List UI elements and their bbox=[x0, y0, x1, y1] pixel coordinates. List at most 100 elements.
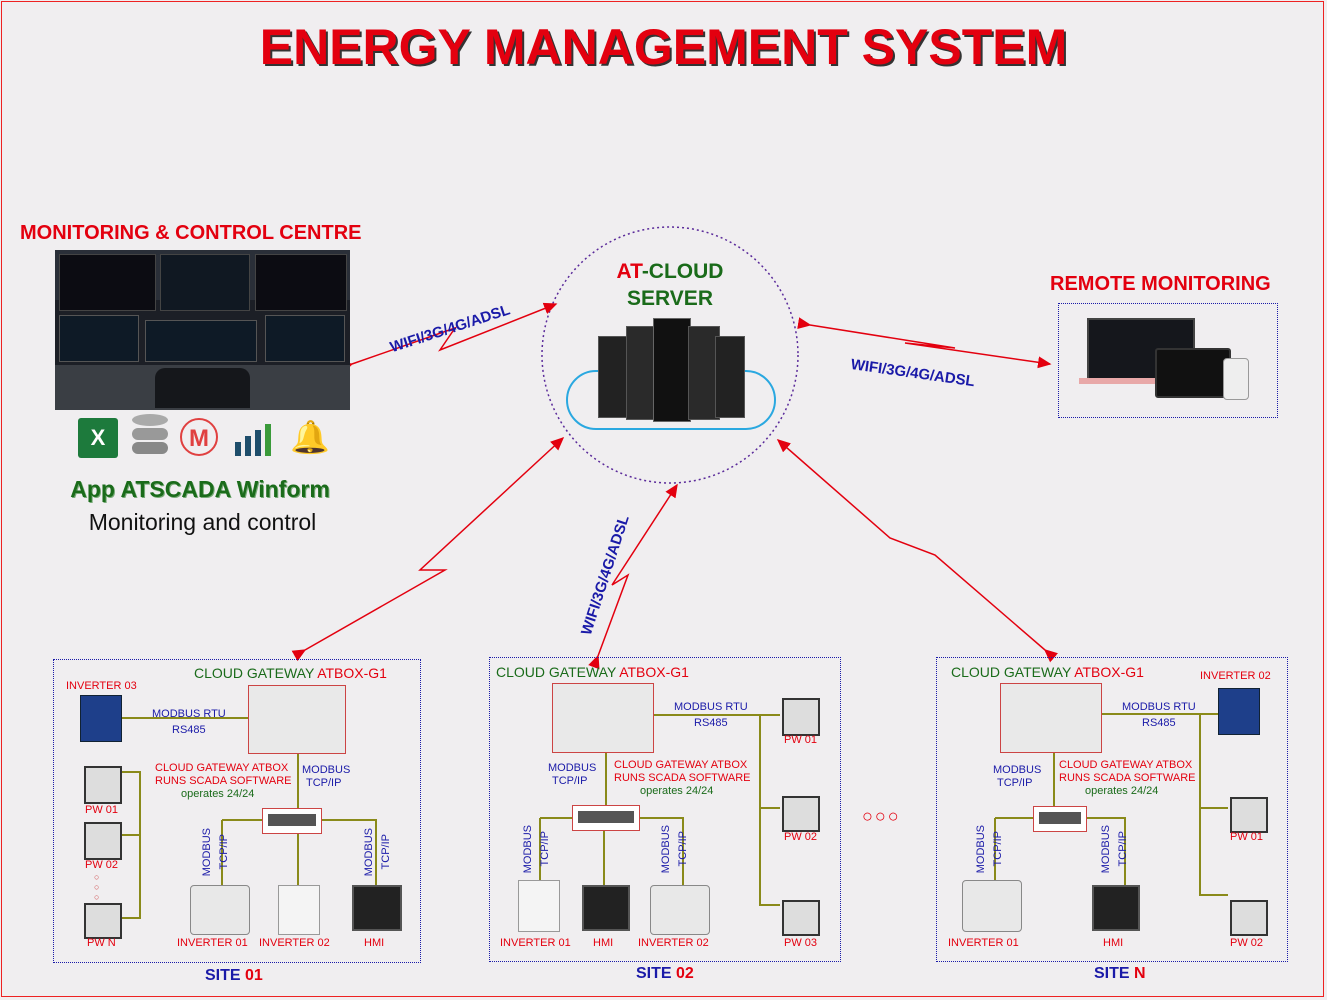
site-02-hmi-icon bbox=[582, 885, 630, 931]
site-02-pw01-icon bbox=[782, 698, 820, 736]
database-icon bbox=[132, 414, 168, 460]
site-02-modbus-v2: MODBUS bbox=[660, 825, 672, 874]
site-n-pw02-label: PW 02 bbox=[1230, 937, 1264, 949]
site-n-tcpip-v2: TCP/IP bbox=[1117, 831, 1129, 867]
site-n-hmi-icon bbox=[1092, 885, 1140, 931]
site-n-box bbox=[936, 657, 1288, 962]
site-01-inverter-02-label: INVERTER 02 bbox=[259, 937, 330, 949]
site-n-note2: RUNS SCADA SOFTWARE bbox=[1059, 772, 1196, 784]
site-n-inverter-02-label: INVERTER 02 bbox=[1200, 670, 1271, 682]
site-n-note1: CLOUD GATEWAY ATBOX bbox=[1059, 759, 1193, 771]
link-site-01 bbox=[291, 436, 565, 662]
site-n-hmi-label: HMI bbox=[1103, 937, 1124, 949]
app-name: App ATSCADA Winform bbox=[70, 476, 330, 502]
site-02-tcpip-v2: TCP/IP bbox=[677, 831, 689, 867]
site-n-modbus-v2: MODBUS bbox=[1100, 825, 1112, 874]
site-02-modbus-label: MODBUS bbox=[548, 762, 597, 774]
site-01-hmi-label: HMI bbox=[364, 937, 385, 949]
site-01-tcpip-label: TCP/IP bbox=[306, 777, 342, 789]
site-01-gateway-device bbox=[248, 685, 346, 754]
site-01-inverter-01-label: INVERTER 01 bbox=[177, 937, 248, 949]
site-02-box bbox=[489, 657, 841, 962]
cloud-title-line2: SERVER bbox=[627, 287, 713, 310]
site-02-gateway-title: CLOUD GATEWAY ATBOX-G1 bbox=[496, 664, 689, 680]
site-n-switch-icon bbox=[1033, 806, 1087, 832]
site-01-pw02-label: PW 02 bbox=[85, 859, 119, 871]
site-02-pw03-icon bbox=[782, 900, 820, 936]
link-site-n bbox=[776, 439, 1059, 663]
site-01-pw01-label: PW 01 bbox=[85, 804, 119, 816]
site-02-modbus-rtu: MODBUS RTU bbox=[674, 701, 748, 713]
site-01-note2: RUNS SCADA SOFTWARE bbox=[155, 775, 292, 787]
link-site-02 bbox=[588, 483, 678, 670]
site-n-gateway-device bbox=[1000, 683, 1102, 753]
site-01-tcpip-v2: TCP/IP bbox=[380, 834, 392, 870]
link-control-centre bbox=[338, 302, 558, 374]
site-n-rs485: RS485 bbox=[1142, 717, 1176, 729]
site-01-inverter-03-icon bbox=[80, 695, 122, 742]
site-01-modbus-v2: MODBUS bbox=[363, 828, 375, 877]
site-02-inverter-01-label: INVERTER 01 bbox=[500, 937, 571, 949]
site-01-ellipsis: ○○○ bbox=[94, 872, 100, 902]
tablet-icon bbox=[1155, 348, 1231, 398]
site-01-inverter-02-icon bbox=[278, 885, 320, 935]
site-01-modbus-rtu: MODBUS RTU bbox=[152, 708, 226, 720]
server-rack-icon bbox=[598, 318, 745, 422]
site-02-inverter-02-icon bbox=[650, 885, 710, 935]
site-02-gateway-device bbox=[552, 683, 654, 753]
site-n-gateway-title: CLOUD GATEWAY ATBOX-G1 bbox=[951, 664, 1144, 680]
site-02-rs485: RS485 bbox=[694, 717, 728, 729]
site-02-switch-icon bbox=[572, 805, 640, 831]
site-02-tcpip-label: TCP/IP bbox=[552, 775, 588, 787]
site-02-pw01-label: PW 01 bbox=[784, 734, 818, 746]
site-01-switch-icon bbox=[262, 808, 322, 834]
site-01-label: SITE 01 bbox=[205, 967, 263, 984]
gmail-icon: M bbox=[180, 418, 218, 456]
app-description: Monitoring and control bbox=[88, 509, 317, 535]
site-01-pw01-icon bbox=[84, 766, 122, 804]
site-n-modbus-rtu: MODBUS RTU bbox=[1122, 701, 1196, 713]
site-02-pw02-icon bbox=[782, 796, 820, 832]
site-n-pw01-icon bbox=[1230, 797, 1268, 833]
site-02-inverter-02-label: INVERTER 02 bbox=[638, 937, 709, 949]
site-n-inverter-02-icon bbox=[1218, 688, 1260, 735]
site-n-inverter-01-label: INVERTER 01 bbox=[948, 937, 1019, 949]
page-title: ENERGY MANAGEMENT SYSTEM bbox=[259, 19, 1068, 75]
site-01-box bbox=[53, 659, 421, 963]
control-room-photo bbox=[55, 250, 350, 410]
site-02-note1: CLOUD GATEWAY ATBOX bbox=[614, 759, 748, 771]
site-01-modbus-v1: MODBUS bbox=[201, 828, 213, 877]
site-n-tcpip-label: TCP/IP bbox=[997, 777, 1033, 789]
site-01-note1: CLOUD GATEWAY ATBOX bbox=[155, 762, 289, 774]
site-01-rs485: RS485 bbox=[172, 724, 206, 736]
site-02-inverter-01-icon bbox=[518, 880, 560, 932]
cloud-title-line1: AT-CLOUD bbox=[616, 260, 724, 283]
site-n-pw01-label: PW 01 bbox=[1230, 831, 1264, 843]
site-01-pwn-icon bbox=[84, 903, 122, 939]
site-01-modbus-label: MODBUS bbox=[302, 764, 351, 776]
site-01-inverter-01-icon bbox=[190, 885, 250, 935]
remote-devices-box bbox=[1058, 303, 1278, 418]
site-n-pw02-icon bbox=[1230, 900, 1268, 936]
site-01-gateway-title: CLOUD GATEWAY ATBOX-G1 bbox=[194, 665, 387, 681]
site-02-note3: operates 24/24 bbox=[640, 785, 714, 797]
site-n-inverter-01-icon bbox=[962, 880, 1022, 932]
remote-heading: REMOTE MONITORING bbox=[1050, 273, 1271, 295]
site-01-hmi-icon bbox=[352, 885, 402, 931]
control-centre-heading: MONITORING & CONTROL CENTRE bbox=[20, 222, 362, 244]
site-01-note3: operates 24/24 bbox=[181, 788, 255, 800]
chart-icon bbox=[233, 420, 273, 458]
excel-icon: X bbox=[78, 418, 118, 458]
link-remote bbox=[797, 317, 1052, 369]
site-01-device-label: INVERTER 03 bbox=[66, 680, 137, 692]
site-n-label: SITE N bbox=[1094, 965, 1146, 982]
site-01-tcpip-v1: TCP/IP bbox=[218, 834, 230, 870]
site-n-modbus-v1: MODBUS bbox=[975, 825, 987, 874]
site-02-tcpip-v1: TCP/IP bbox=[539, 831, 551, 867]
site-02-hmi-label: HMI bbox=[593, 937, 614, 949]
more-sites-ellipsis: ○○○ bbox=[862, 806, 901, 826]
site-n-note3: operates 24/24 bbox=[1085, 785, 1159, 797]
site-n-tcpip-v1: TCP/IP bbox=[992, 831, 1004, 867]
